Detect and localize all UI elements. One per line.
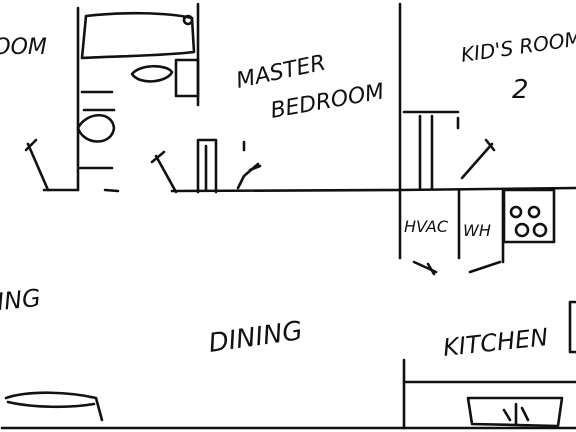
water-heater-label: WH	[463, 221, 491, 240]
master-bedroom-label-line1: MASTER	[234, 51, 328, 94]
fridge-edge	[568, 300, 576, 354]
kids-room-inner-wall	[402, 110, 460, 130]
master-bedroom-label-line2: BEDROOM	[269, 79, 386, 124]
stove	[502, 188, 556, 244]
bath-cabinet	[78, 90, 114, 170]
closet-frame	[418, 114, 434, 190]
living-partial-label: ING	[0, 284, 42, 316]
room-labels: ROOM MASTER BEDROOM KID'S ROOM 2 HVAC WH…	[0, 26, 576, 362]
wh-door	[468, 260, 502, 274]
dining-label: DINING	[207, 316, 305, 359]
bathtub	[80, 11, 196, 60]
kids-room-label-line1: KID'S ROOM	[459, 26, 576, 67]
kitchen-counter-wall	[402, 358, 576, 430]
kitchen-sink	[466, 396, 564, 428]
stove-burner-3	[514, 222, 530, 238]
kids-room-door	[460, 138, 496, 180]
kids-room-label-line2: 2	[512, 75, 529, 105]
stove-burner-1	[509, 205, 523, 219]
main-horizontal-wall	[42, 186, 576, 193]
toilet	[130, 58, 200, 98]
hvac-door	[412, 260, 438, 276]
sink	[76, 108, 116, 143]
stove-burner-2	[527, 205, 541, 219]
bathroom-door	[24, 138, 50, 192]
bedroom-door	[150, 150, 178, 194]
kitchen-label: KITCHEN	[442, 323, 550, 362]
bathroom-fixtures	[76, 11, 200, 170]
appliances	[4, 188, 576, 428]
living-furniture	[4, 391, 104, 422]
master-closet-door	[236, 162, 262, 190]
bathroom-partial-label: ROOM	[0, 35, 47, 60]
doors	[24, 114, 502, 276]
hvac-label: HVAC	[404, 217, 449, 236]
closet-doors	[196, 138, 246, 194]
stove-burner-4	[532, 222, 548, 238]
bathtub-drain	[182, 14, 194, 26]
